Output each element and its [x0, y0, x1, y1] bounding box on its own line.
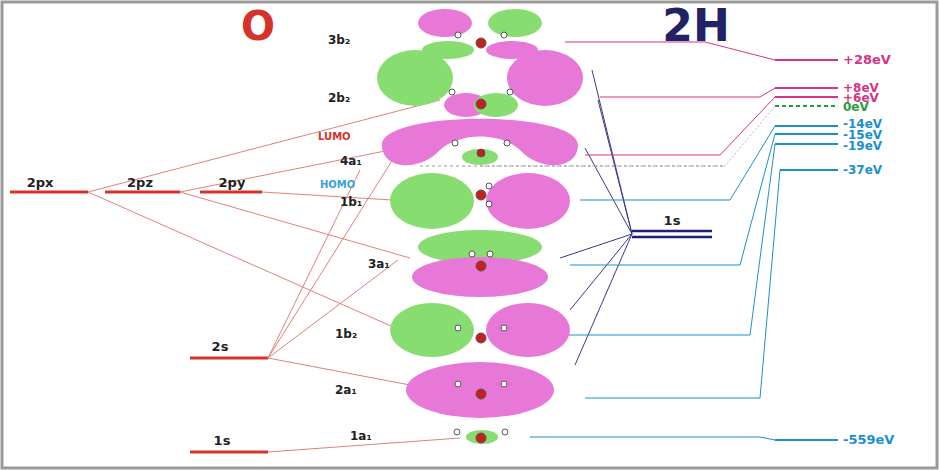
mo-label: 2b₂ — [328, 92, 350, 104]
energy-value: 0eV — [843, 101, 869, 113]
ao-label: 1s — [214, 434, 231, 447]
water-skeletons — [449, 32, 513, 443]
homo-lumo-divider — [420, 166, 725, 167]
homo-label: HOMO — [320, 180, 355, 190]
hydrogen-level — [632, 231, 712, 237]
energy-value: -19eV — [843, 140, 882, 152]
atom-label: O — [241, 6, 275, 46]
mo-label: 3b₂ — [328, 34, 350, 46]
orbital-pictures — [377, 9, 583, 444]
oxygen-levels — [10, 192, 268, 452]
ao-label: 2py — [219, 176, 246, 189]
mo-label: 3a₁ — [368, 258, 390, 270]
atom-label: 2H — [662, 4, 729, 48]
mo-label: 2a₁ — [335, 384, 357, 396]
mo-label: 4a₁ — [340, 155, 362, 167]
energy-value: -37eV — [843, 164, 882, 176]
ao-label: 1s — [664, 214, 681, 227]
ao-label: 2px — [27, 176, 54, 189]
ao-label: 2s — [212, 340, 229, 353]
mo-label: 1b₁ — [340, 196, 362, 208]
lumo-label: LUMO — [318, 132, 351, 142]
hydrogen-correlation-lines — [560, 70, 632, 365]
ao-label: 2pz — [127, 176, 153, 189]
energy-levels — [775, 60, 838, 440]
mo-label: 1b₂ — [335, 328, 357, 340]
mo-label: 1a₁ — [350, 430, 372, 442]
energy-value: +28eV — [843, 53, 891, 66]
energy-value: -559eV — [843, 433, 894, 446]
